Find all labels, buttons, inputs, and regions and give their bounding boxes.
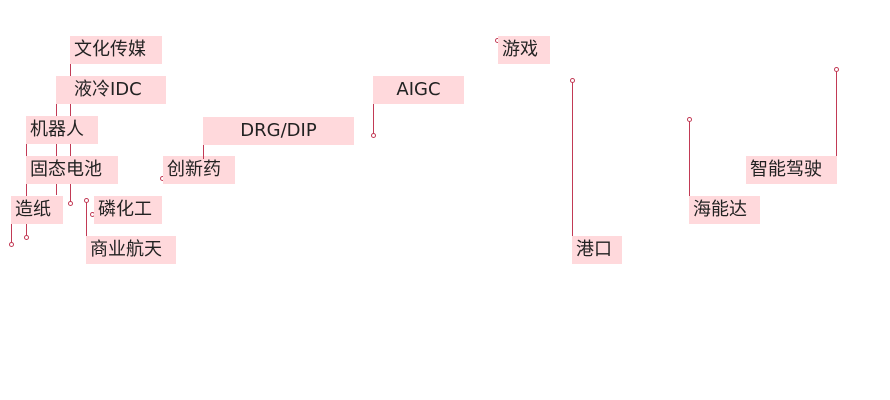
leader-line xyxy=(11,210,12,244)
leader-line xyxy=(836,69,837,171)
tag-gutai: 固态电池 xyxy=(26,156,118,184)
tag-yeleng: 液冷IDC xyxy=(56,76,166,104)
tag-zhineng: 智能驾驶 xyxy=(746,156,837,184)
tag-youxi: 游戏 xyxy=(498,36,550,64)
anchor-dot xyxy=(24,235,29,240)
anchor-dot xyxy=(687,117,692,122)
anchor-dot xyxy=(68,201,73,206)
tag-wenhua: 文化传媒 xyxy=(70,36,162,64)
leader-line xyxy=(86,200,87,252)
leader-line xyxy=(689,119,690,210)
tag-linhua: 磷化工 xyxy=(94,196,162,224)
tag-chuangxin: 创新药 xyxy=(163,156,235,184)
tag-zaozhi: 造纸 xyxy=(11,196,63,224)
leader-line xyxy=(373,104,374,135)
leader-line xyxy=(572,80,573,250)
tag-jiqiren: 机器人 xyxy=(26,116,98,144)
tag-drg: DRG/DIP xyxy=(203,117,354,145)
tag-shangye: 商业航天 xyxy=(86,236,176,264)
anchor-dot xyxy=(570,78,575,83)
tag-gangkou: 港口 xyxy=(572,236,622,264)
anchor-dot xyxy=(84,198,89,203)
anchor-dot xyxy=(9,242,14,247)
leader-line xyxy=(203,145,204,159)
tag-haineng: 海能达 xyxy=(689,196,760,224)
anchor-dot xyxy=(834,67,839,72)
anchor-dot xyxy=(371,133,376,138)
tag-aigc: AIGC xyxy=(373,76,464,104)
